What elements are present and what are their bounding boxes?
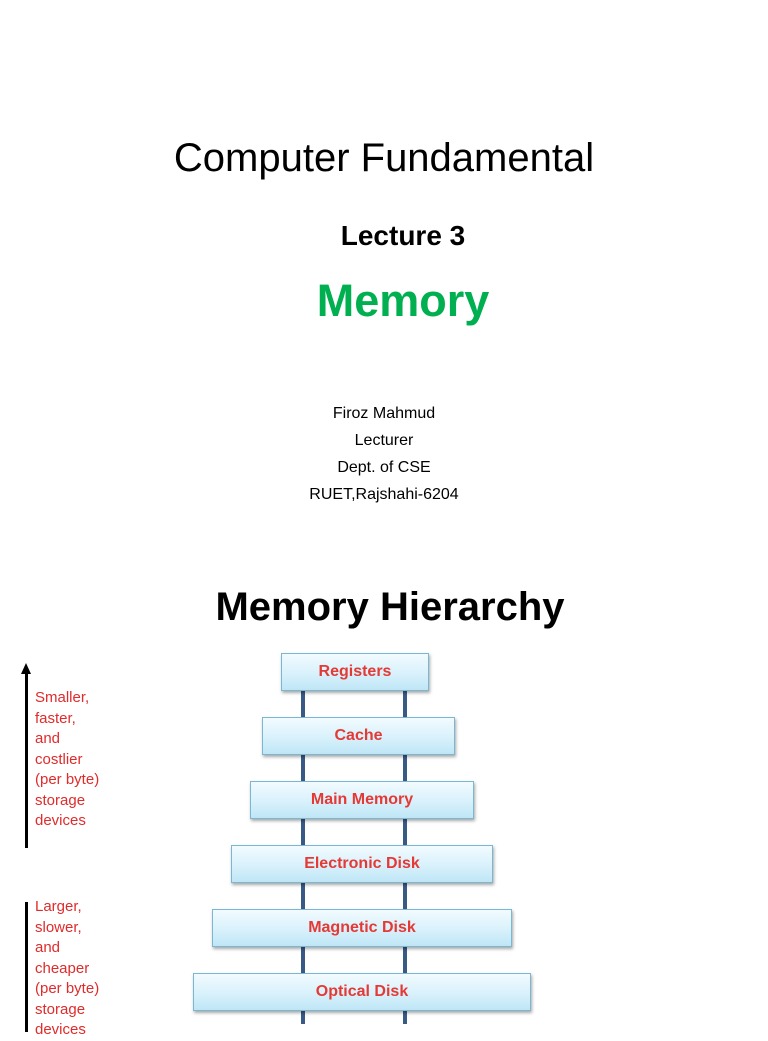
level-main-memory: Main Memory	[250, 781, 474, 819]
bottom-label-line: Larger,	[35, 898, 82, 915]
hierarchy-title: Memory Hierarchy	[215, 585, 565, 629]
bottom-label-line: and	[35, 939, 61, 956]
up-arrow-icon	[25, 672, 28, 848]
top-label-line: Smaller,	[35, 689, 90, 706]
author-name: Firoz Mahmud	[332, 405, 436, 422]
top-label-line: and	[35, 730, 61, 747]
level-registers: Registers	[281, 653, 429, 691]
down-arrow-line	[25, 902, 28, 1032]
level-magnetic-disk: Magnetic Disk	[212, 909, 512, 947]
lecture-topic: Memory	[316, 275, 490, 326]
level-optical-disk: Optical Disk	[193, 973, 531, 1011]
bottom-label-line: storage	[35, 1000, 86, 1018]
top-label-line: costlier	[35, 750, 83, 768]
author-position: Lecturer	[354, 432, 414, 449]
level-electronic-disk: Electronic Disk	[231, 845, 493, 883]
author-info: Firoz Mahmud Lecturer Dept. of CSE RUET,…	[0, 400, 768, 508]
lecture-number: Lecture 3	[340, 220, 466, 251]
top-side-label: Smaller, faster, and costlier (per byte)…	[35, 688, 125, 832]
bottom-label-line: cheaper	[35, 959, 90, 977]
title-slide: Computer Fundamental Lecture 3 Memory Fi…	[0, 136, 768, 508]
top-label-line: faster,	[35, 709, 76, 727]
level-cache: Cache	[262, 717, 455, 755]
bottom-side-label: Larger, slower, and cheaper (per byte) s…	[35, 897, 125, 1041]
bottom-label-line: (per byte)	[35, 980, 100, 997]
bottom-label-line: devices	[35, 1021, 86, 1038]
bottom-label-line: slower,	[35, 918, 82, 936]
top-label-line: devices	[35, 812, 86, 829]
up-arrow-head-icon	[21, 663, 31, 674]
course-title: Computer Fundamental	[173, 136, 595, 180]
top-label-line: (per byte)	[35, 771, 100, 788]
author-institution: RUET,Rajshahi-6204	[309, 486, 459, 503]
author-department: Dept. of CSE	[337, 459, 431, 476]
top-label-line: storage	[35, 791, 86, 809]
